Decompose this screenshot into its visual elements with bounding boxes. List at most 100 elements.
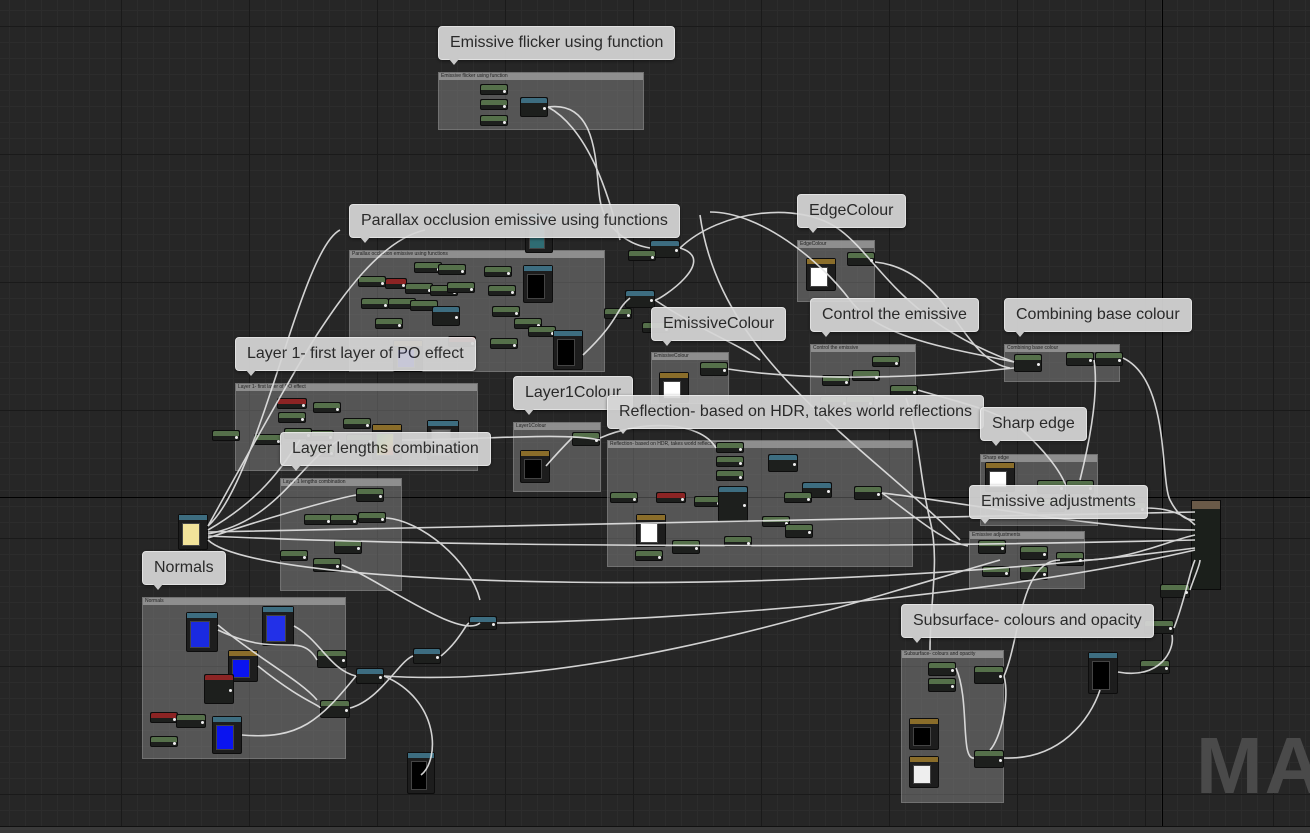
function-node[interactable] bbox=[718, 486, 748, 522]
parameter-node[interactable] bbox=[635, 550, 663, 561]
black-swatch bbox=[527, 274, 545, 299]
parameter-node[interactable] bbox=[1020, 546, 1048, 560]
comment-title-parallax[interactable]: Parallax occlusion emissive using functi… bbox=[349, 204, 680, 243]
texture-preview-node[interactable] bbox=[553, 330, 583, 370]
comment-title-combining-base[interactable]: Combining base colour bbox=[1004, 298, 1192, 337]
texture-preview-node[interactable] bbox=[262, 606, 294, 646]
parameter-node[interactable] bbox=[982, 566, 1010, 577]
parameter-node[interactable] bbox=[375, 318, 403, 329]
parameter-node[interactable] bbox=[716, 470, 744, 481]
function-node[interactable] bbox=[469, 616, 497, 630]
parameter-node[interactable] bbox=[672, 540, 700, 554]
comment-title-control-emissive[interactable]: Control the emissive bbox=[810, 298, 979, 337]
comment-title-reflection[interactable]: Reflection- based on HDR, takes world re… bbox=[607, 395, 985, 434]
comment-title-edge-colour[interactable]: EdgeColour bbox=[797, 194, 906, 233]
parameter-node[interactable] bbox=[854, 486, 882, 500]
texture-preview-node[interactable] bbox=[407, 752, 435, 794]
function-node[interactable] bbox=[520, 97, 548, 117]
vector-node[interactable] bbox=[277, 398, 307, 409]
comment-header: Layer1Colour bbox=[514, 423, 600, 430]
parameter-node[interactable] bbox=[1014, 354, 1042, 372]
texture-preview-node[interactable] bbox=[1088, 652, 1118, 694]
parameter-node[interactable] bbox=[974, 750, 1004, 768]
parameter-node[interactable] bbox=[480, 115, 508, 126]
parameter-node[interactable] bbox=[628, 250, 656, 261]
parameter-node[interactable] bbox=[784, 492, 812, 503]
comment-title-emissive-adjustments[interactable]: Emissive adjustments bbox=[969, 485, 1148, 524]
parameter-node[interactable] bbox=[572, 432, 600, 446]
texture-preview-node[interactable] bbox=[636, 514, 666, 547]
texture-preview-node[interactable] bbox=[806, 258, 836, 291]
texture-preview-node[interactable] bbox=[523, 265, 553, 303]
function-node[interactable] bbox=[432, 306, 460, 326]
texture-preview-node[interactable] bbox=[909, 718, 939, 750]
comment-title-emissive-colour[interactable]: EmissiveColour bbox=[651, 307, 787, 346]
parameter-node[interactable] bbox=[480, 84, 508, 95]
parameter-node[interactable] bbox=[928, 662, 956, 676]
comment-title-subsurface[interactable]: Subsurface- colours and opacity bbox=[901, 604, 1154, 643]
material-watermark: MAT bbox=[1196, 721, 1310, 810]
parameter-node[interactable] bbox=[330, 514, 358, 525]
parameter-node[interactable] bbox=[313, 402, 341, 413]
function-node[interactable] bbox=[413, 648, 441, 664]
texture-preview-node[interactable] bbox=[178, 514, 208, 550]
parameter-node[interactable] bbox=[974, 666, 1004, 684]
parameter-node[interactable] bbox=[488, 285, 516, 296]
vector-node[interactable] bbox=[656, 492, 686, 503]
parameter-node[interactable] bbox=[724, 536, 752, 547]
parameter-node[interactable] bbox=[610, 492, 638, 503]
parameter-node[interactable] bbox=[358, 512, 386, 523]
comment-title-sharp-edge[interactable]: Sharp edge bbox=[980, 407, 1087, 446]
comment-header: EdgeColour bbox=[798, 241, 874, 248]
parameter-node[interactable] bbox=[447, 282, 475, 293]
function-node[interactable] bbox=[768, 454, 798, 472]
function-node[interactable] bbox=[650, 240, 680, 258]
material-output-node[interactable] bbox=[1191, 500, 1221, 590]
parameter-node[interactable] bbox=[872, 356, 900, 367]
parameter-node[interactable] bbox=[176, 714, 206, 728]
parameter-node[interactable] bbox=[484, 266, 512, 277]
parameter-node[interactable] bbox=[343, 418, 371, 429]
texture-preview-node[interactable] bbox=[186, 612, 218, 652]
parameter-node[interactable] bbox=[700, 362, 728, 376]
texture-preview-node[interactable] bbox=[228, 650, 258, 682]
parameter-node[interactable] bbox=[212, 430, 240, 441]
parameter-node[interactable] bbox=[822, 375, 850, 386]
comment-title-layer1[interactable]: Layer 1- first layer of PO effect bbox=[235, 337, 476, 376]
comment-title-emissive-flicker[interactable]: Emissive flicker using function bbox=[438, 26, 676, 65]
parameter-node[interactable] bbox=[1095, 352, 1123, 366]
comment-header: Reflection- based on HDR, takes world re… bbox=[608, 441, 912, 448]
function-node[interactable] bbox=[356, 668, 384, 684]
vector-node[interactable] bbox=[204, 674, 234, 704]
comment-title-normals[interactable]: Normals bbox=[142, 551, 226, 590]
parameter-node[interactable] bbox=[280, 550, 308, 561]
comment-header: Sharp edge bbox=[981, 455, 1097, 462]
comment-header: Normals bbox=[143, 598, 345, 605]
parameter-node[interactable] bbox=[785, 524, 813, 538]
comment-box-normals[interactable]: Normals bbox=[142, 597, 346, 759]
texture-preview-node[interactable] bbox=[212, 716, 242, 754]
parameter-node[interactable] bbox=[356, 488, 384, 502]
function-node[interactable] bbox=[625, 290, 655, 308]
comment-header: EmissiveColour bbox=[652, 353, 728, 360]
texture-preview-node[interactable] bbox=[909, 756, 939, 788]
parameter-node[interactable] bbox=[438, 264, 466, 275]
normal-map-swatch bbox=[190, 621, 210, 648]
parameter-node[interactable] bbox=[1066, 352, 1094, 366]
comment-title-layer-lengths[interactable]: Layer lengths combination bbox=[280, 432, 491, 471]
comment-title-layer1-colour[interactable]: Layer1Colour bbox=[513, 376, 634, 415]
parameter-node[interactable] bbox=[480, 99, 508, 110]
parameter-node[interactable] bbox=[278, 412, 306, 423]
parameter-node[interactable] bbox=[150, 736, 178, 747]
comment-header: Emissive flicker using function bbox=[439, 73, 643, 80]
comment-header: Subsurface- colours and opacity bbox=[902, 651, 1003, 658]
texture-preview-node[interactable] bbox=[520, 450, 550, 483]
white-swatch bbox=[810, 267, 828, 287]
parameter-node[interactable] bbox=[1160, 584, 1190, 598]
parameter-node[interactable] bbox=[490, 338, 518, 349]
comment-header: Control the emissive bbox=[811, 345, 915, 352]
parameter-node[interactable] bbox=[928, 678, 956, 692]
parameter-node[interactable] bbox=[716, 456, 744, 467]
parameter-node[interactable] bbox=[492, 306, 520, 317]
